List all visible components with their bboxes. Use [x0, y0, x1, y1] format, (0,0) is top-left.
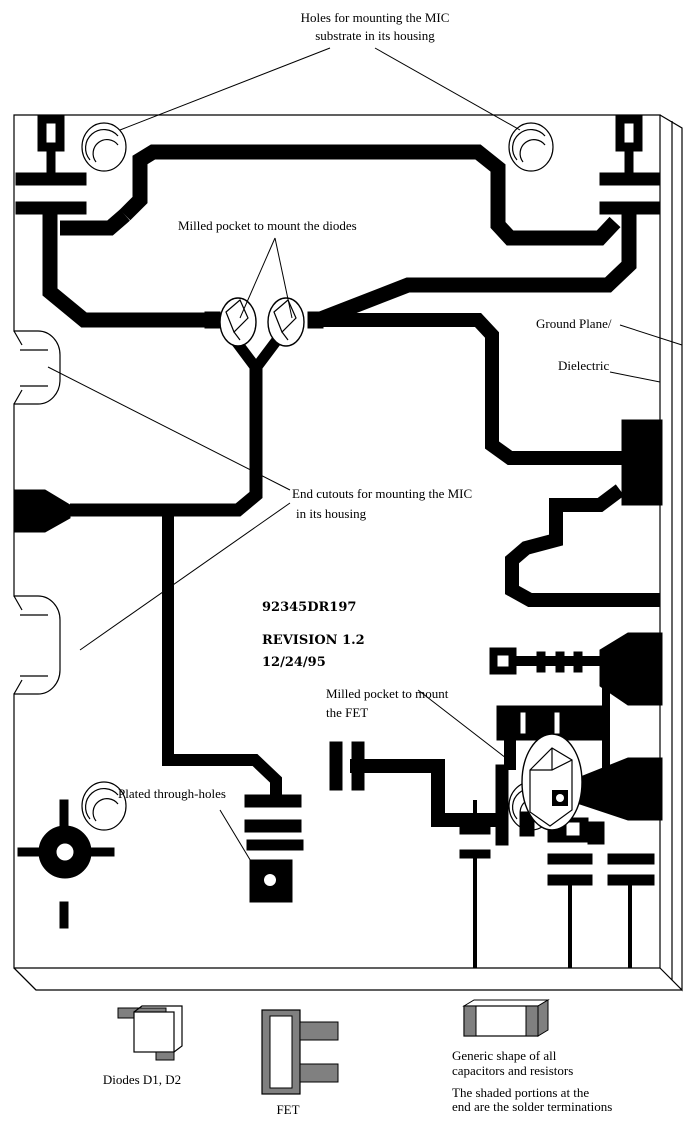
label-revision: REVISION 1.2	[262, 633, 365, 648]
diode-d1	[219, 297, 257, 347]
legend-diode: Diodes D1, D2	[103, 1005, 183, 1087]
label-end-cutouts-1: End cutouts for mounting the MIC	[292, 486, 472, 501]
trace-top-loop	[119, 144, 621, 246]
capacitor-pad-top-right-b	[599, 201, 661, 215]
label-plated-holes: Plated through-holes	[118, 786, 226, 801]
capacitor-pad-top-right-a	[599, 172, 661, 186]
label-generic-1: Generic shape of all	[452, 1048, 557, 1063]
trace-long-down	[162, 510, 282, 795]
trace-left-arm	[42, 214, 215, 328]
label-date: 12/24/95	[262, 655, 326, 670]
label-diodes: Diodes D1, D2	[103, 1072, 181, 1087]
microstrip-traces	[13, 114, 663, 968]
leader-cutout-top	[47, 366, 291, 491]
label-part-number: 92345DR197	[262, 600, 356, 615]
label-milled-fet-1: Milled pocket to mount	[326, 686, 449, 701]
cutout-edge-bottom	[13, 595, 23, 695]
capacitor-pad-center-a	[244, 794, 302, 808]
label-dielectric: Dielectric	[558, 358, 609, 373]
cutout-hatch-bottom	[20, 614, 48, 677]
trace-right-arm	[315, 214, 637, 327]
label-shaded-2: end are the solder terminations	[452, 1099, 612, 1114]
trace-right-snake	[505, 484, 660, 607]
pad-right-mid	[599, 632, 663, 706]
mounting-hole-bottom-left	[81, 781, 127, 831]
leader-diode-left	[239, 237, 276, 319]
capacitor-pad-center-b	[244, 819, 302, 833]
pad-chain-start	[489, 647, 517, 675]
label-holes-2: substrate in its housing	[315, 28, 435, 43]
label-holes-1: Holes for mounting the MIC	[301, 10, 450, 25]
leader-diode-right	[274, 237, 293, 319]
trace-center-down	[70, 366, 263, 517]
label-milled-fet-2: the FET	[326, 705, 368, 720]
cross-pad	[17, 799, 115, 929]
leader-cutout-bottom	[79, 502, 291, 651]
board-top-face	[13, 114, 661, 969]
trace-right-down	[318, 313, 628, 465]
leader-holes-right	[374, 47, 521, 131]
leader-lines	[47, 47, 683, 869]
trace-fet-input	[350, 759, 500, 827]
leader-plated-holes	[219, 809, 256, 869]
substrate-board	[13, 114, 683, 992]
capacitor-fet-a	[329, 741, 343, 791]
label-ground-plane: Ground Plane/	[536, 316, 612, 331]
label-shaded-1: The shaded portions at the	[452, 1085, 589, 1100]
leader-holes-left	[119, 47, 331, 131]
label-milled-diodes: Milled pocket to mount the diodes	[178, 218, 357, 233]
fet-pocket	[521, 733, 583, 831]
capacitor-pad-top-left-a	[15, 172, 87, 186]
leader-dielectric	[609, 371, 661, 383]
legend-fet: FET	[261, 1009, 339, 1117]
trace-left-taper	[13, 489, 71, 533]
mounting-hole-top-right	[508, 122, 554, 172]
label-end-cutouts-2: in its housing	[296, 506, 367, 521]
diode-d2	[267, 297, 305, 347]
leader-ground-plane	[619, 324, 683, 346]
board-side-face	[659, 114, 683, 992]
board-front-face	[13, 967, 682, 991]
legend-generic-component: Generic shape of all capacitors and resi…	[452, 999, 612, 1114]
capacitor-pad-top-left-b	[15, 201, 87, 215]
cutout-edge-top	[13, 330, 23, 405]
pad-right-large	[621, 419, 663, 506]
diode-pocket	[219, 297, 305, 347]
capacitor-fet-b	[351, 741, 365, 791]
board-labels: Holes for mounting the MIC substrate in …	[118, 10, 612, 801]
label-fet: FET	[276, 1102, 299, 1117]
label-generic-2: capacitors and resistors	[452, 1063, 573, 1078]
cutout-hatch-top	[20, 349, 48, 387]
leader-fet	[417, 689, 516, 766]
mounting-hole-top-left	[81, 122, 127, 172]
